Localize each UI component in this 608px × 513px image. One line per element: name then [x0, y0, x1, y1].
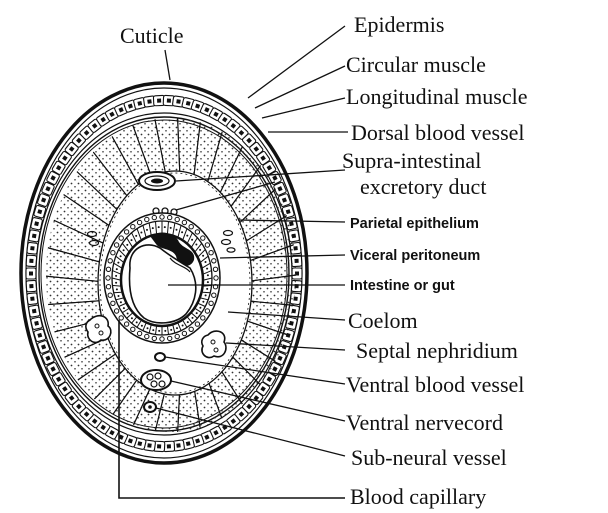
label-ventral-nervecord: Ventral nervecord — [346, 410, 503, 435]
label-supra-intestinal-line2: excretory duct — [360, 174, 486, 199]
label-dorsal-blood-vessel: Dorsal blood vessel — [351, 120, 525, 145]
supra-intestinal-excretory-duct — [139, 172, 175, 190]
sub-neural-vessel — [144, 402, 156, 412]
label-visceral-peritoneum: Viceral peritoneum — [350, 248, 480, 264]
septal-nephridium-left — [86, 316, 111, 343]
label-cuticle: Cuticle — [120, 23, 184, 48]
label-blood-capillary: Blood capillary — [350, 484, 486, 509]
label-longitudinal-muscle: Longitudinal muscle — [346, 84, 527, 109]
label-supra-intestinal-line1: Supra-intestinal — [342, 148, 481, 173]
label-sub-neural-vessel: Sub-neural vessel — [351, 445, 507, 470]
label-epidermis: Epidermis — [354, 12, 444, 37]
intestine — [104, 213, 220, 343]
label-circular-muscle: Circular muscle — [346, 52, 486, 77]
ventral-blood-vessel — [155, 353, 165, 361]
label-coelom: Coelom — [348, 308, 418, 333]
label-ventral-blood-vessel: Ventral blood vessel — [346, 372, 524, 397]
septal-nephridium-right — [202, 331, 226, 358]
label-septal-nephridium: Septal nephridium — [356, 338, 518, 363]
ventral-nervecord — [141, 370, 171, 390]
label-parietal-epithelium: Parietal epithelium — [350, 216, 479, 232]
label-intestine: Intestine or gut — [350, 278, 455, 294]
